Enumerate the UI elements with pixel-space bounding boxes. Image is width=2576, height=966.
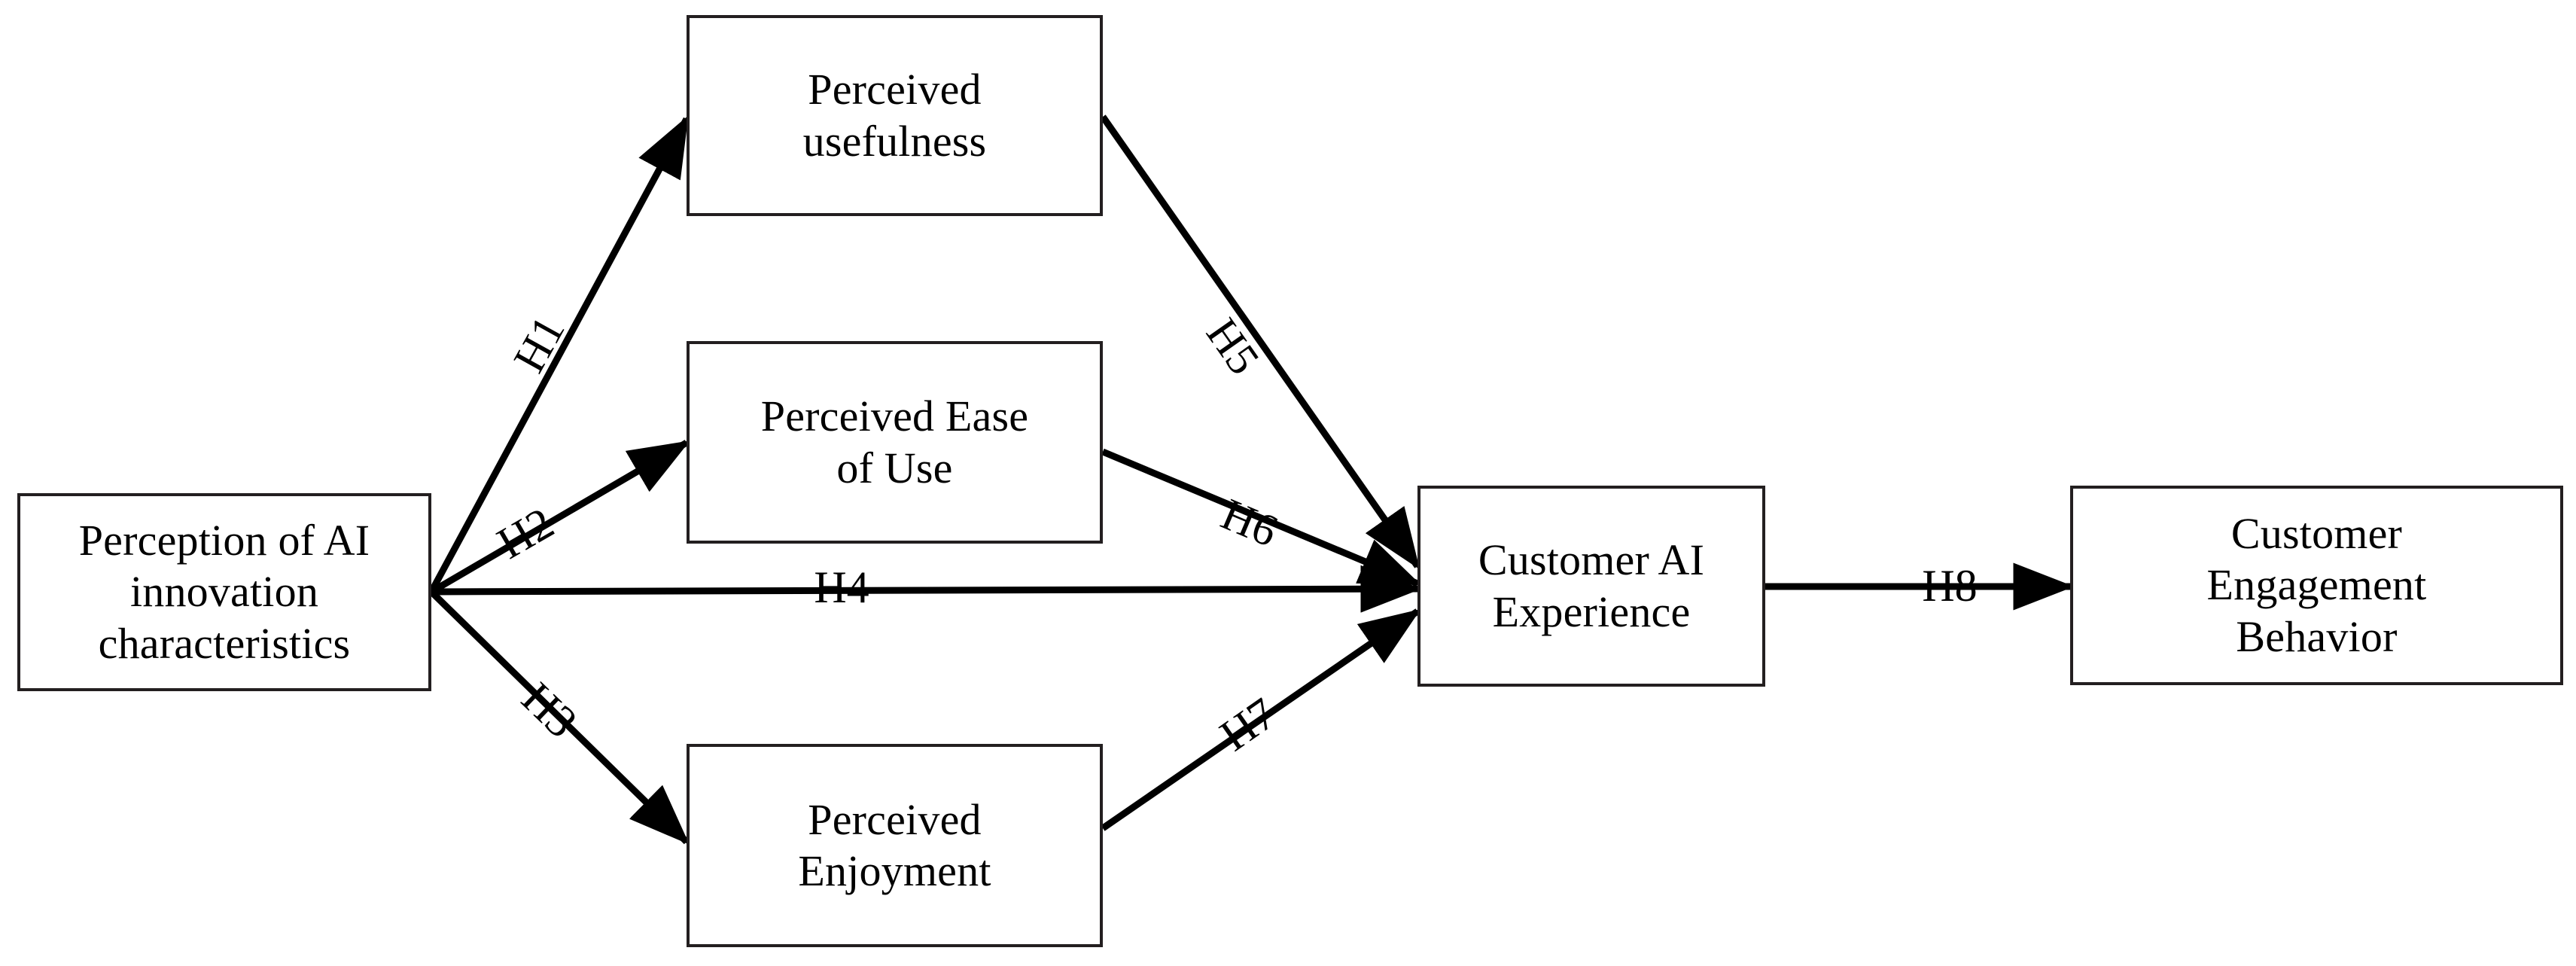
node-perceived-ease-of-use[interactable]: Perceived Ease of Use <box>687 341 1103 544</box>
edge-line-h4 <box>431 565 1422 613</box>
edge-line-h6 <box>1101 448 1421 587</box>
node-perception-of-ai-innovation-characteristics[interactable]: Perception of AI innovation characterist… <box>17 493 431 691</box>
node-perceived-enjoyment[interactable]: Perceived Enjoyment <box>687 744 1103 947</box>
node-customer-engagement-behavior[interactable]: Customer Engagement Behavior <box>2070 486 2563 685</box>
edge-line-h5 <box>1100 114 1420 570</box>
edge-line-h3 <box>428 589 690 845</box>
node-perceived-usefulness[interactable]: Perceived usefulness <box>687 15 1103 216</box>
edge-line-h7 <box>1101 608 1421 831</box>
edge-lines <box>428 114 2075 845</box>
edge-label-h8: H8 <box>1922 561 1978 611</box>
edge-line-h1 <box>428 115 690 594</box>
edge-line-h2 <box>429 440 690 595</box>
edge-label-h4: H4 <box>814 562 869 612</box>
node-customer-ai-experience[interactable]: Customer AI Experience <box>1417 486 1765 687</box>
